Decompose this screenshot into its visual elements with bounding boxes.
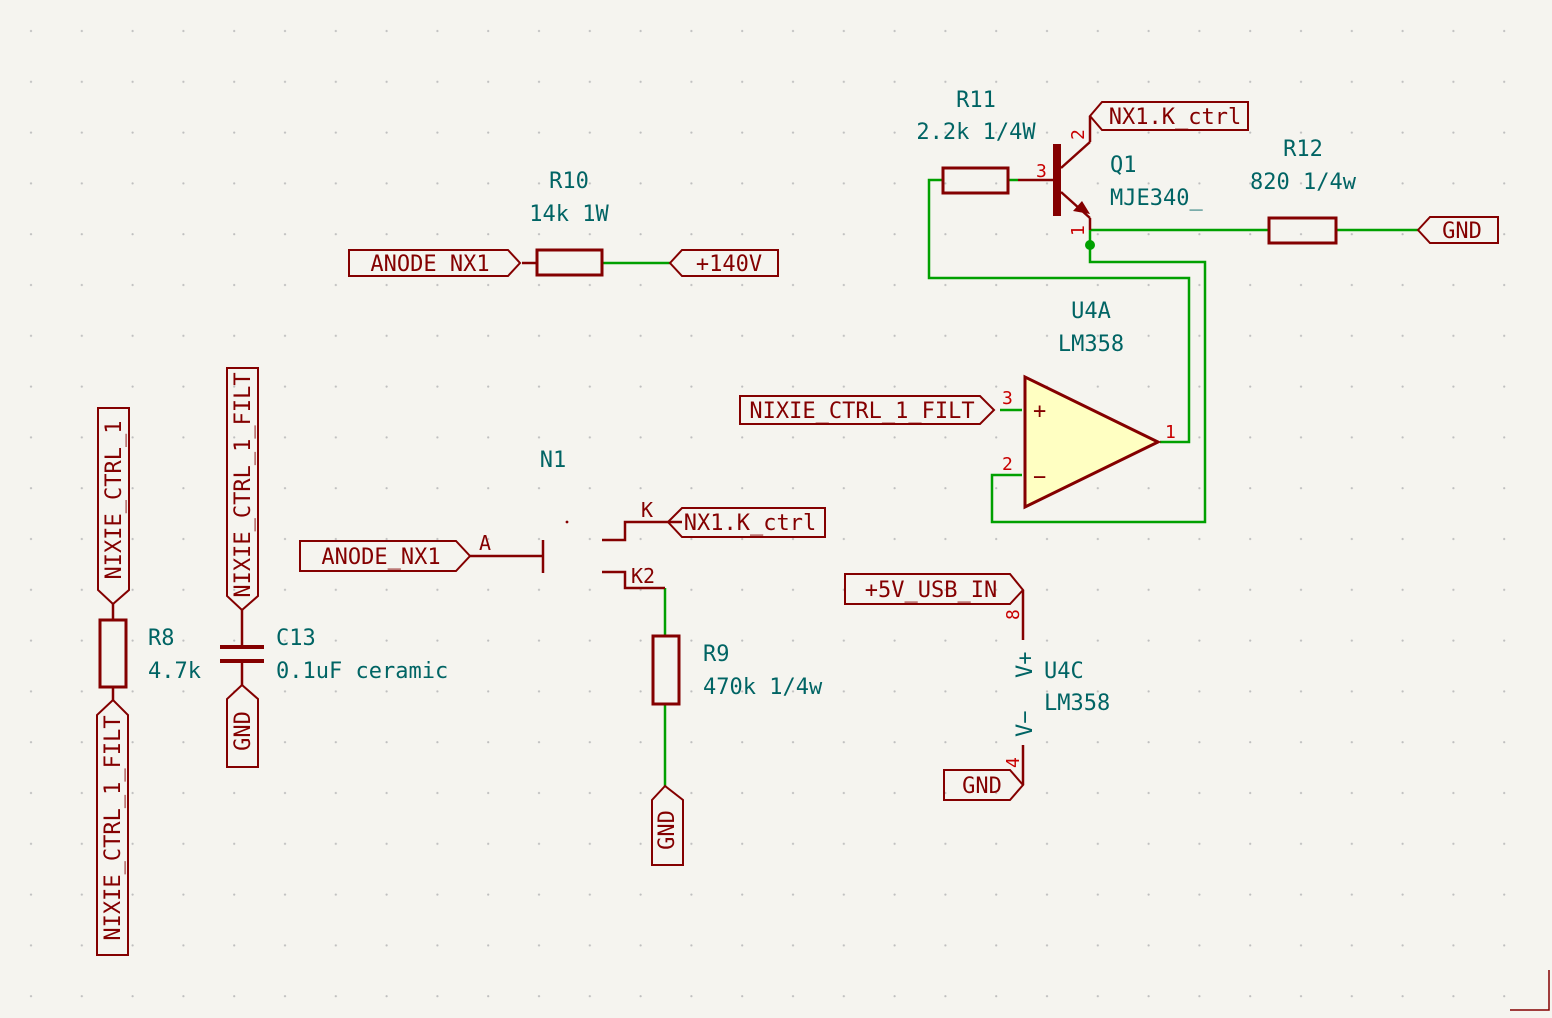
resistor-r8[interactable]: R8 4.7k — [98, 604, 201, 700]
capacitor-c13[interactable]: C13 0.1uF ceramic — [220, 610, 448, 685]
wire-feedback[interactable] — [990, 230, 1207, 524]
svg-text:4: 4 — [1003, 757, 1024, 768]
u4a-plus-sign: + — [1033, 399, 1046, 424]
q1-value: MJE340_ — [1110, 186, 1203, 211]
u4a-value: LM358 — [1058, 332, 1124, 357]
label-nx1-k-ctrl-n1[interactable]: NX1.K_ctrl — [666, 507, 826, 538]
label-nixie-filt-opamp[interactable]: NIXIE_CTRL_1_FILT — [739, 395, 996, 425]
svg-text:+5V_USB_IN: +5V_USB_IN — [865, 578, 997, 603]
nixie-tube-n1[interactable]: N1 A K K2 — [470, 448, 682, 590]
svg-text:GND: GND — [1442, 219, 1482, 244]
svg-text:A: A — [479, 531, 491, 555]
r8-ref: R8 — [148, 626, 175, 651]
r11-ref: R11 — [956, 88, 996, 113]
svg-text:3: 3 — [1036, 161, 1047, 182]
svg-text:K2: K2 — [631, 564, 655, 588]
r12-value: 820 1/4w — [1250, 170, 1357, 195]
c13-value: 0.1uF ceramic — [276, 659, 448, 684]
svg-text:1: 1 — [1068, 225, 1089, 236]
svg-text:NIXIE_CTRL_1_FILT: NIXIE_CTRL_1_FILT — [101, 715, 126, 940]
resistor-r12[interactable]: R12 820 1/4w — [1250, 137, 1357, 245]
emitter-arrow — [1073, 201, 1090, 214]
r12-ref: R12 — [1283, 137, 1323, 162]
u4c-vminus-label: V− — [1013, 711, 1038, 738]
svg-text:NIXIE_CTRL_1: NIXIE_CTRL_1 — [102, 421, 127, 580]
transistor-q1[interactable]: 3 2 1 Q1 MJE340_ — [1018, 116, 1203, 236]
label-anode-nx1-top[interactable]: ANODE_NX1 — [348, 249, 522, 277]
r10-ref: R10 — [549, 169, 589, 194]
opamp-power-u4c[interactable]: 8 4 V+ V− U4C LM358 — [1003, 590, 1110, 785]
wire-r11-opamp-out[interactable] — [927, 178, 1191, 444]
junction-dot — [1085, 240, 1095, 250]
svg-text:K: K — [641, 498, 653, 522]
svg-text:NIXIE_CTRL_1_FILT: NIXIE_CTRL_1_FILT — [749, 399, 974, 424]
sheet-frame-corner — [1510, 970, 1550, 1011]
resistor-r11[interactable]: R11 2.2k 1/4W — [916, 88, 1036, 195]
label-gnd-c13[interactable]: GND — [226, 683, 259, 768]
u4a-minus-sign: − — [1033, 465, 1046, 490]
svg-text:3: 3 — [1002, 388, 1013, 409]
c13-ref: C13 — [276, 626, 316, 651]
svg-text:1: 1 — [1165, 422, 1176, 443]
svg-text:+140V: +140V — [696, 252, 762, 277]
n1-dot — [565, 520, 569, 524]
label-gnd-r12[interactable]: GND — [1416, 216, 1499, 244]
r9-ref: R9 — [703, 642, 730, 667]
u4c-ref: U4C — [1044, 659, 1084, 684]
resistor-r9[interactable]: R9 470k 1/4w — [651, 634, 823, 706]
label-plus-140v[interactable]: +140V — [668, 249, 779, 277]
label-gnd-u4c[interactable]: GND — [943, 769, 1025, 801]
r9-value: 470k 1/4w — [703, 675, 823, 700]
u4c-value: LM358 — [1044, 691, 1110, 716]
svg-text:NX1.K_ctrl: NX1.K_ctrl — [1109, 105, 1241, 130]
svg-text:ANODE_NX1: ANODE_NX1 — [321, 545, 440, 570]
svg-text:GND: GND — [962, 774, 1002, 799]
resistor-r10[interactable]: R10 14k 1W — [522, 169, 609, 277]
r11-value: 2.2k 1/4W — [916, 120, 1036, 145]
label-nx1-k-ctrl-top[interactable]: NX1.K_ctrl — [1088, 101, 1249, 131]
r10-value: 14k 1W — [529, 202, 609, 227]
label-nixie-filt-c13[interactable]: NIXIE_CTRL_1_FILT — [226, 367, 259, 612]
svg-text:8: 8 — [1003, 609, 1024, 620]
q1-ref: Q1 — [1110, 153, 1137, 178]
label-plus-5v-usb-in[interactable]: +5V_USB_IN — [844, 573, 1025, 605]
svg-text:NIXIE_CTRL_1_FILT: NIXIE_CTRL_1_FILT — [231, 372, 256, 597]
n1-ref: N1 — [540, 448, 567, 473]
label-anode-nx1-n1[interactable]: ANODE_NX1 — [299, 540, 472, 572]
wires — [602, 178, 1418, 786]
svg-text:GND: GND — [231, 711, 256, 751]
label-gnd-r9[interactable]: GND — [651, 784, 684, 866]
label-nixie-ctrl-1[interactable]: NIXIE_CTRL_1 — [97, 407, 130, 606]
label-nixie-filt-r8[interactable]: NIXIE_CTRL_1_FILT — [96, 698, 129, 956]
svg-text:2: 2 — [1068, 129, 1089, 140]
u4a-ref: U4A — [1071, 299, 1111, 324]
svg-text:2: 2 — [1002, 454, 1013, 475]
svg-text:NX1.K_ctrl: NX1.K_ctrl — [684, 511, 816, 536]
u4c-vplus-label: V+ — [1013, 652, 1038, 679]
r8-value: 4.7k — [148, 659, 201, 684]
opamp-u4a[interactable]: U4A LM358 + − 3 2 1 — [1002, 299, 1176, 510]
svg-text:GND: GND — [655, 810, 680, 850]
svg-text:ANODE_NX1: ANODE_NX1 — [370, 252, 489, 277]
